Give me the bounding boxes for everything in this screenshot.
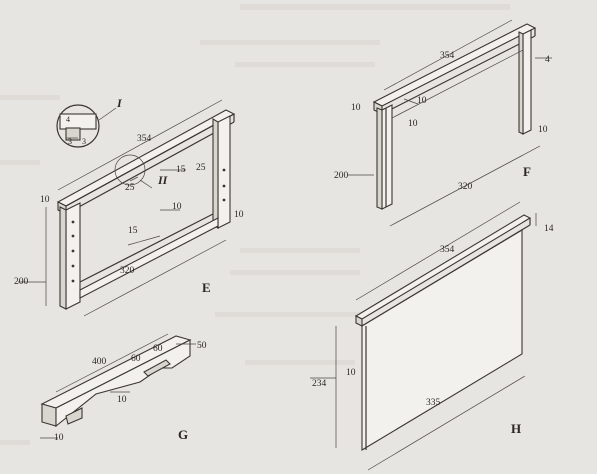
f-bar-thickness: 10 bbox=[417, 96, 427, 106]
frame-e-nails bbox=[71, 168, 226, 283]
frame-f bbox=[348, 19, 552, 227]
part-g-side bbox=[41, 403, 57, 427]
section-ii-label: II bbox=[157, 173, 169, 187]
detail-i-label: I bbox=[116, 96, 123, 110]
label-f: F bbox=[523, 164, 531, 179]
g-notch-2: 60 bbox=[153, 344, 163, 354]
e-side-thickness: 10 bbox=[234, 210, 244, 220]
section-ii-circle bbox=[114, 154, 146, 186]
e-bar-depth: 15 bbox=[176, 165, 186, 175]
g-thickness: 10 bbox=[117, 395, 127, 405]
e-bottom-bar-thickness: 10 bbox=[172, 202, 182, 212]
e-top-thickness: 10 bbox=[40, 195, 50, 205]
label-h: H bbox=[511, 421, 521, 436]
g-end: 10 bbox=[54, 433, 64, 443]
e-bottom-length: 320 bbox=[120, 266, 135, 276]
h-thickness: 10 bbox=[346, 368, 356, 378]
frame-e-left-bar bbox=[65, 202, 81, 310]
f-top-thickness: 10 bbox=[351, 103, 361, 113]
label-e: E bbox=[202, 280, 211, 295]
detail-dim-b: 3 bbox=[82, 137, 86, 146]
g-notch-1: 60 bbox=[131, 354, 141, 364]
f-side-2: 10 bbox=[538, 125, 548, 135]
f-height: 200 bbox=[334, 171, 349, 181]
h-height: 234 bbox=[312, 379, 327, 389]
h-top-length: 354 bbox=[440, 245, 455, 255]
part-g bbox=[40, 333, 196, 439]
part-g-top bbox=[40, 335, 192, 409]
detail-dim-a: 3 bbox=[68, 137, 72, 146]
f-top-length: 354 bbox=[440, 51, 455, 61]
background-text-texture bbox=[0, 4, 510, 445]
detail-i bbox=[56, 104, 117, 148]
e-bar-width: 25 bbox=[125, 183, 135, 193]
frame-e-bottom-bar bbox=[79, 217, 219, 299]
h-bottom-length: 335 bbox=[426, 398, 441, 408]
frame-f-right-bar bbox=[522, 29, 532, 135]
frame-f-left-bar bbox=[381, 104, 393, 210]
g-length: 400 bbox=[92, 357, 107, 367]
e-bar-width-2: 25 bbox=[196, 163, 206, 173]
f-ear: 4 bbox=[545, 55, 550, 65]
f-side-thickness: 10 bbox=[408, 119, 418, 129]
detail-dim-c: 4 bbox=[66, 115, 70, 124]
h-top-thickness: 14 bbox=[544, 224, 554, 234]
board-h-panel bbox=[361, 229, 523, 451]
e-top-length: 354 bbox=[137, 134, 152, 144]
label-g: G bbox=[178, 427, 188, 442]
f-bottom-length: 320 bbox=[458, 182, 473, 192]
board-h bbox=[310, 201, 537, 471]
g-width: 50 bbox=[197, 341, 207, 351]
e-height: 200 bbox=[14, 277, 29, 287]
frame-e-right-bar bbox=[217, 115, 231, 229]
frame-e bbox=[18, 99, 236, 317]
frame-f-top-bar bbox=[372, 23, 537, 107]
e-bottom-bar-depth: 15 bbox=[128, 226, 138, 236]
